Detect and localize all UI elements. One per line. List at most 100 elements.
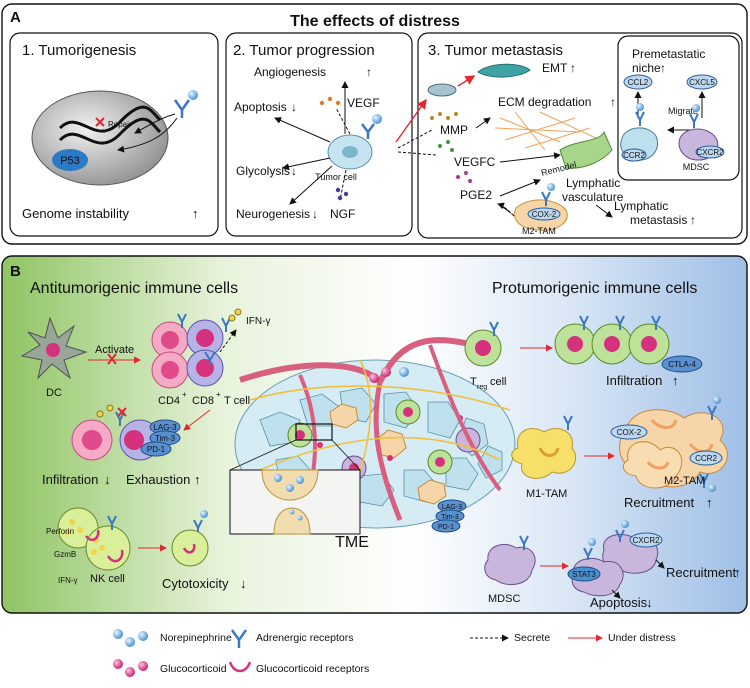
cxcl5-label: CXCL5 [689, 78, 715, 87]
pro-title: Protumorigenic immune cells [492, 280, 697, 297]
up-arrow-icon: ↑ [610, 95, 616, 109]
p53-label: P53 [60, 155, 80, 167]
adrenergic-receptor-icon [173, 90, 198, 118]
pge2-label: PGE2 [460, 188, 492, 202]
mdsc-apoptosis-label: Apoptosis [590, 595, 648, 610]
cox2-tam-label: COX-2 [617, 428, 642, 437]
adrenergic-receptor-icon [361, 123, 375, 139]
legend-gc-receptors: Glucocorticoid receptors [256, 663, 369, 675]
down-arrow-icon: ↓ [291, 100, 297, 114]
nucleus [31, 90, 169, 186]
legend-secrete: Secrete [514, 632, 550, 644]
mdsc-recruitment-label: Recruitment [666, 565, 736, 580]
ccl2-label: CCL2 [628, 78, 649, 87]
tumorigenesis-box: 1. Tumorigenesis Repair P53 Genome insta… [9, 32, 219, 237]
anti-title: Antitumorigenic immune cells [30, 280, 238, 297]
t-cells [151, 313, 231, 389]
t-cell-label: T cell [224, 395, 250, 407]
up-arrow-icon: ↑ [570, 61, 576, 75]
cxcr2-label: CXCR2 [696, 148, 724, 157]
ifng-label: IFN-γ [246, 316, 270, 327]
cd8-plus: + [216, 390, 221, 399]
lymphatic-vessel [559, 130, 613, 169]
mesenchymal-cell [477, 63, 531, 78]
infiltration-label: Infiltration [42, 472, 98, 487]
mdsc-cluster [567, 520, 663, 597]
mmp-label: MMP [440, 123, 468, 137]
mdsc-label: MDSC [683, 162, 710, 172]
cox2-label: COX-2 [532, 210, 557, 219]
tme-label: TME [335, 534, 369, 551]
up-arrow-icon: ↑ [734, 565, 741, 580]
m2-tam-cluster [610, 396, 728, 492]
m2-tam-label: M2-TAM [522, 226, 556, 236]
adrenergic-receptor-icon [541, 191, 551, 206]
pro-infiltration-label: Infiltration [606, 373, 662, 388]
up-arrow-icon: ↑ [366, 65, 372, 79]
vegf-label: VEGF [347, 96, 380, 110]
treg-label-cell: cell [490, 376, 507, 388]
treg-cell [464, 321, 502, 367]
tumor-progression-title: 2. Tumor progression [233, 42, 375, 59]
synapse-inset [229, 439, 361, 535]
dendritic-cell [20, 316, 88, 380]
repair-label: Repair [108, 120, 132, 129]
emt-label: EMT [542, 61, 568, 75]
legend: Norepinephrine Adrenergic receptors Gluc… [113, 629, 676, 677]
norepinephrine-legend-icon [113, 629, 148, 647]
recruitment-label: Recruitment [624, 495, 694, 510]
ctla4-label: CTLA-4 [668, 360, 696, 369]
up-arrow-icon: ↑ [192, 206, 199, 221]
panel-b: B Antitumorigenic immune cells Protumori… [1, 255, 748, 614]
mdsc-label: MDSC [488, 593, 520, 605]
nk-ifng-label: IFN-γ [58, 576, 78, 585]
premetastatic-niche-title-2: niche [632, 61, 661, 75]
legend-under-distress: Under distress [608, 632, 676, 644]
panel-a-title: The effects of distress [290, 13, 460, 30]
genome-instability-label: Genome instability [22, 206, 129, 221]
gzmb-label: GzmB [54, 550, 76, 559]
exhaustion-label: Exhaustion [126, 472, 190, 487]
down-arrow-icon: ↓ [240, 576, 247, 591]
tumor-metastasis-title: 3. Tumor metastasis [428, 42, 563, 59]
cxcr2-mdsc-label: CXCR2 [632, 536, 660, 545]
tim3-label: Tim-3 [155, 434, 176, 443]
m1-tam-cell [511, 415, 577, 479]
ccr2-tam-label: CCR2 [695, 454, 717, 463]
vegfc-label: VEGFC [454, 155, 496, 169]
repair-blocked-icon [95, 117, 105, 127]
lag3-label: LAG-3 [153, 423, 177, 432]
premetastatic-niche-box: Premetastatic niche ↑ CCL2 CXCL5 Migrate… [617, 35, 740, 181]
ecm-degradation-label: ECM degradation [498, 95, 591, 109]
up-arrow-icon: ↑ [660, 61, 666, 75]
stat3-label: STAT3 [572, 570, 596, 579]
cd8-label: CD8 [192, 395, 214, 407]
nk-cells [57, 507, 131, 571]
pd1-label: PD-1 [147, 445, 166, 454]
dna-strand [58, 105, 162, 133]
tme-tim3-label: Tim-3 [441, 514, 459, 521]
treg-infiltrate [554, 315, 703, 373]
ngf-label: NGF [330, 207, 355, 221]
tumorigenesis-title: 1. Tumorigenesis [22, 42, 136, 59]
cox2-marker [527, 207, 561, 221]
tumor-progression-box: 2. Tumor progression Angiogenesis ↑ Apop… [225, 32, 413, 237]
lymphatic-vasculature-label-2: vasculature [562, 190, 624, 204]
m1-tam-label: M1-TAM [526, 488, 567, 500]
glucocorticoid-receptor-legend-icon [228, 661, 252, 673]
up-arrow-icon: ↑ [672, 373, 679, 388]
panel-b-letter: B [10, 263, 21, 280]
lymphatic-metastasis-label-1: Lymphatic [614, 199, 668, 213]
migrate-label: Migrate [668, 106, 698, 116]
down-arrow-icon: ↓ [646, 595, 653, 610]
cd4-plus: + [182, 390, 187, 399]
up-arrow-icon: ↑ [194, 472, 201, 487]
cd4-label: CD4 [158, 395, 180, 407]
ecm-fibers [494, 111, 601, 151]
ccr2-label: CCR2 [623, 151, 645, 160]
exhausted-t-cells [71, 404, 181, 461]
treg-label-sub: reg [477, 384, 487, 391]
p53-protein [52, 149, 88, 171]
up-arrow-icon: ↑ [690, 213, 696, 227]
